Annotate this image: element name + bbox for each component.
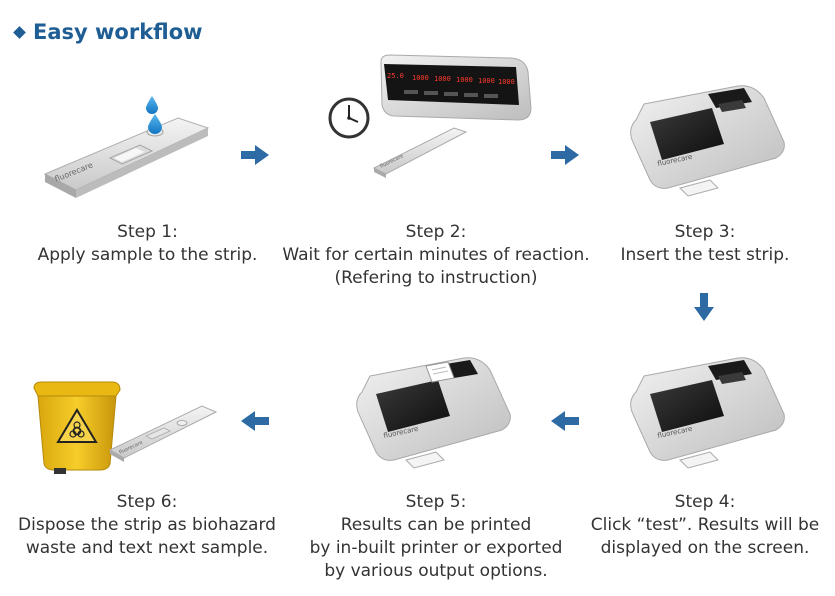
step-title: Step 4:: [674, 492, 736, 512]
step-description: (Refering to instruction): [334, 268, 538, 288]
step-description: Click “test”. Results will be: [590, 515, 820, 535]
reader-device-illustration: fluorecare: [630, 85, 785, 197]
arrow-down-icon: [694, 293, 714, 321]
step-1-caption: Step 1: Apply sample to the strip.: [20, 221, 275, 267]
arrow-right-icon: [241, 145, 269, 165]
sample-drop-icon: [146, 96, 162, 134]
step-3-caption: Step 3: Insert the test strip.: [605, 221, 805, 267]
step-description: Apply sample to the strip.: [37, 245, 258, 265]
step-description: Results can be printed: [340, 515, 532, 535]
svg-text:25.0: 25.0: [387, 72, 404, 80]
step-title: Step 1:: [117, 222, 178, 242]
biohazard-bin-illustration: fluorecare: [33, 381, 218, 474]
step-description: Wait for certain minutes of reaction.: [282, 245, 590, 265]
step-description: by in-built printer or exported: [309, 538, 563, 558]
analyzer-display: 25.0 1000 1000 1000 1000 1000: [387, 72, 515, 86]
step-2-caption: Step 2: Wait for certain minutes of reac…: [266, 221, 606, 290]
section-heading: Easy workflow: [12, 20, 203, 44]
step-4-caption: Step 4: Click “test”. Results will be di…: [585, 491, 825, 560]
svg-text:1000: 1000: [498, 78, 515, 86]
diamond-bullet-icon: [13, 25, 26, 39]
step-description: Dispose the strip as biohazard: [18, 515, 276, 535]
step-6-caption: Step 6: Dispose the strip as biohazard w…: [8, 491, 286, 560]
step-title: Step 2:: [405, 222, 467, 242]
step-description: waste and text next sample.: [25, 538, 269, 558]
biohazard-icon: [56, 408, 98, 443]
step-5-caption: Step 5: Results can be printed by in-bui…: [290, 491, 582, 583]
step-title: Step 5:: [405, 492, 467, 512]
reader-printer-illustration: fluorecare: [356, 357, 511, 469]
test-strip-illustration: fluorecare: [43, 96, 210, 198]
incubator-analyzer-illustration: 25.0 1000 1000 1000 1000 1000 fluorecare: [328, 54, 532, 178]
svg-text:1000: 1000: [434, 75, 451, 83]
arrow-left-icon: [241, 411, 269, 431]
step-description: Insert the test strip.: [620, 245, 790, 265]
printout-paper-icon: [425, 361, 455, 383]
arrow-right-icon: [551, 145, 579, 165]
svg-text:1000: 1000: [456, 76, 473, 84]
heading-text: Easy workflow: [33, 20, 203, 44]
clock-icon: [328, 97, 370, 139]
arrow-left-icon: [551, 411, 579, 431]
step-title: Step 6:: [116, 492, 178, 512]
svg-text:1000: 1000: [412, 74, 429, 82]
step-title: Step 3:: [674, 222, 736, 242]
step-description: by various output options.: [324, 561, 548, 581]
reader-device-illustration: fluorecare: [630, 357, 785, 469]
svg-text:1000: 1000: [478, 77, 495, 85]
step-description: displayed on the screen.: [600, 538, 810, 558]
